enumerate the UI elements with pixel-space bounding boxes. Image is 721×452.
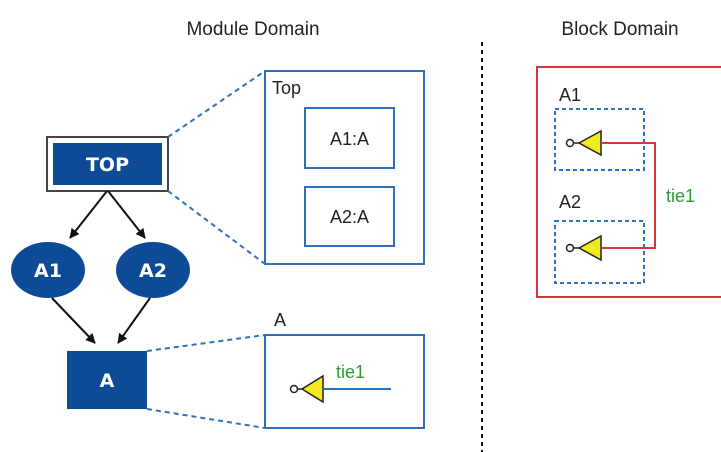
tie-cell-a-detail <box>289 374 391 404</box>
a-detail-tie-label: tie1 <box>336 362 365 382</box>
a-node-label: A <box>100 370 115 392</box>
zoom-line-top-upper <box>167 70 266 138</box>
module-domain-title: Module Domain <box>186 19 319 40</box>
top-node-label: TOP <box>86 154 129 176</box>
zoom-line-a-upper <box>146 334 266 352</box>
block-a1-label: A1 <box>559 85 581 105</box>
top-node: TOP <box>46 136 169 192</box>
zoom-line-a-lower <box>146 408 266 429</box>
a1-node: A1 <box>11 242 85 298</box>
block-domain-title: Block Domain <box>561 19 678 40</box>
edge-a1-a <box>51 297 96 344</box>
instance-box-a1 <box>304 107 395 169</box>
a-detail-frame <box>264 334 425 429</box>
edge-top-a2 <box>107 190 146 239</box>
block-frame <box>536 66 721 298</box>
top-detail-frame <box>264 70 425 265</box>
instance-label-a1: A1:A <box>330 129 369 149</box>
instance-box-a2 <box>304 186 395 247</box>
a1-node-label: A1 <box>34 260 62 282</box>
tie-cell-block-a1 <box>565 129 602 157</box>
a2-node-label: A2 <box>139 260 167 282</box>
tie-net-wire <box>601 142 656 249</box>
edge-top-a1 <box>69 190 108 239</box>
a-detail-label: A <box>274 310 286 330</box>
block-a2-box <box>554 220 645 284</box>
tie-cell-block-a2 <box>565 234 602 262</box>
a2-node: A2 <box>116 242 190 298</box>
block-a2-label: A2 <box>559 192 581 212</box>
edge-a2-a <box>117 297 151 344</box>
block-a1-box <box>554 108 645 171</box>
instance-label-a2: A2:A <box>330 207 369 227</box>
zoom-line-top-lower <box>167 190 266 265</box>
a-node: A <box>67 351 147 409</box>
top-detail-label: Top <box>272 78 301 98</box>
block-tie-label: tie1 <box>666 186 695 206</box>
